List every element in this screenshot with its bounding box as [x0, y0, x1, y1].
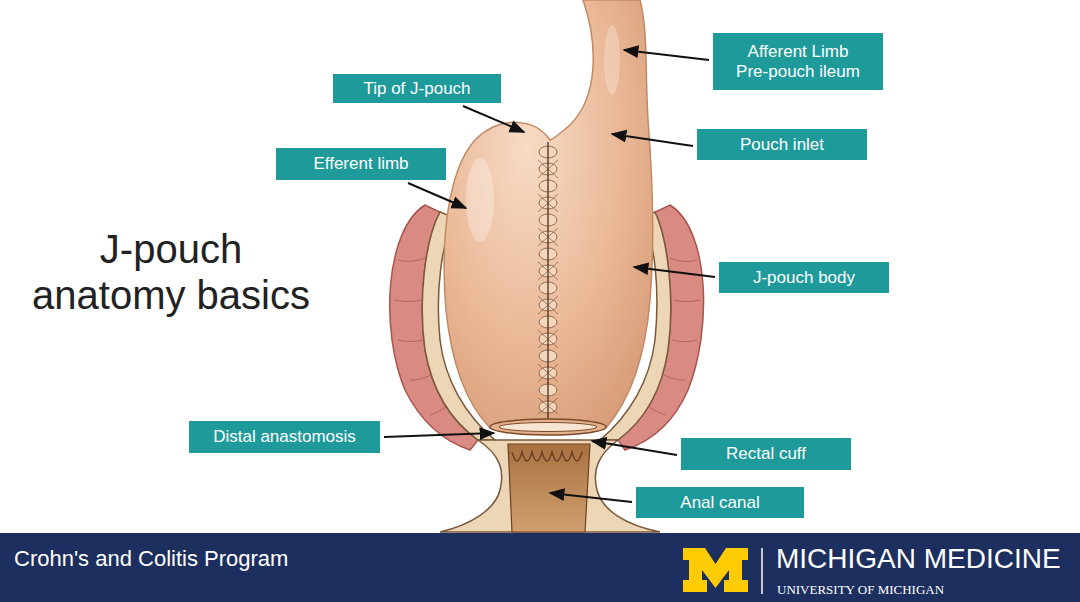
- callout-box: Tip of J-pouch: [333, 74, 501, 103]
- anastomosis-ring: [490, 419, 606, 435]
- callout-label: J-pouch body: [753, 268, 855, 288]
- footer-band: Crohn's and Colitis Program MICHIGAN MEDI…: [0, 533, 1080, 602]
- callout-box: Afferent Limb Pre-pouch ileum: [713, 33, 883, 90]
- pelvic-muscle: [390, 205, 704, 450]
- callout-box: Efferent limb: [276, 148, 446, 180]
- callout-label: Rectal cuff: [726, 444, 806, 464]
- callout-box: Rectal cuff: [681, 438, 851, 470]
- callout-label: Efferent limb: [313, 154, 408, 174]
- slide-title: J-pouch anatomy basics: [26, 226, 316, 318]
- anal-canal-shape: [508, 444, 590, 532]
- j-pouch-shape: [444, 0, 653, 428]
- callout-box: Distal anastomosis: [189, 421, 380, 453]
- callout-label: Afferent Limb Pre-pouch ileum: [732, 42, 864, 82]
- callout-label: Tip of J-pouch: [363, 79, 470, 99]
- program-name: Crohn's and Colitis Program: [14, 546, 288, 571]
- callout-label: Anal canal: [680, 493, 759, 513]
- logo-divider: [761, 548, 763, 594]
- footer-ground: [0, 533, 1080, 602]
- pouch-highlight: [604, 25, 620, 95]
- callout-label: Distal anastomosis: [213, 427, 356, 447]
- callout-label: Pouch inlet: [740, 135, 824, 155]
- callout-box: J-pouch body: [719, 262, 889, 293]
- institution-name: MICHIGAN MEDICINE: [776, 543, 1061, 575]
- anal-columns: [512, 452, 582, 461]
- callout-box: Anal canal: [636, 487, 804, 518]
- leader-arrow: [384, 50, 715, 502]
- anastomosis-ring: [499, 423, 597, 432]
- block-m-logo: [683, 548, 748, 592]
- institution-name: UNIVERSITY OF MICHIGAN: [777, 582, 944, 597]
- callout-box: Pouch inlet: [697, 129, 867, 160]
- pouch-highlight: [466, 158, 494, 242]
- staple-line: [538, 142, 558, 422]
